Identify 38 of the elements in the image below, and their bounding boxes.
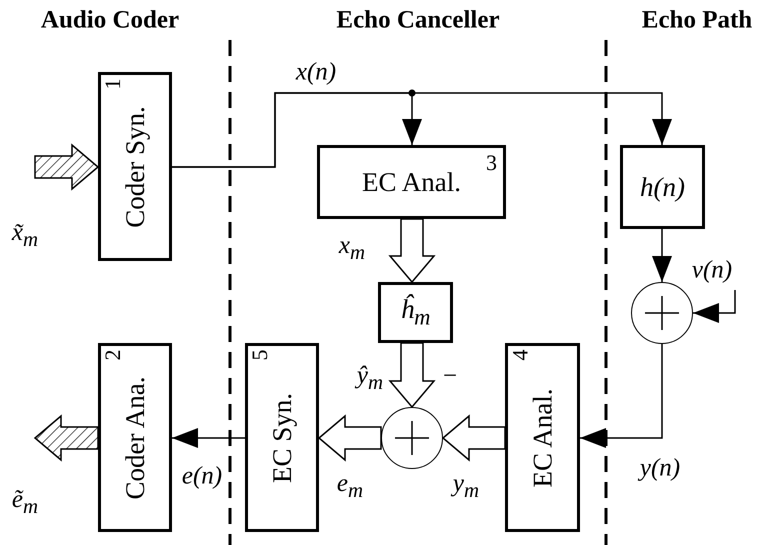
process-box xyxy=(98,343,172,532)
signal-label: x(n) xyxy=(294,60,338,84)
section-heading: Echo Path xyxy=(642,8,752,32)
box-label: h(n) xyxy=(640,174,685,200)
arrow xyxy=(172,92,672,168)
block-number: 4 xyxy=(509,349,531,360)
section-heading: Audio Coder xyxy=(40,8,180,32)
block-number: 5 xyxy=(249,349,271,360)
process-box xyxy=(620,145,705,229)
arrow xyxy=(172,428,245,448)
block-arrow xyxy=(442,414,506,462)
box-label: ĥ$_{m}$ xyxy=(400,296,430,329)
block-arrow xyxy=(388,218,436,284)
edge-label: v(n) xyxy=(690,258,734,282)
process-box xyxy=(505,343,580,532)
edge-label: e(n) xyxy=(180,464,224,488)
process-box xyxy=(317,145,506,219)
box-label: Coder Ana. xyxy=(122,376,148,499)
block-number: 2 xyxy=(102,349,124,360)
process-box xyxy=(98,72,172,261)
block-number: 1 xyxy=(102,78,124,89)
block-arrow xyxy=(34,143,100,191)
arrow xyxy=(580,344,663,448)
block-arrow xyxy=(388,342,436,408)
block-number: 3 xyxy=(486,152,497,174)
box-label: EC Syn. xyxy=(268,392,296,483)
arrow xyxy=(652,229,672,282)
block-arrow xyxy=(34,414,99,462)
edge-label: y(n) xyxy=(638,456,682,480)
section-heading: Echo Canceller xyxy=(336,8,500,32)
box-label: EC Anal. xyxy=(529,388,556,487)
arrow xyxy=(693,290,736,323)
sign-label: − xyxy=(442,364,458,388)
block-arrow xyxy=(318,414,382,462)
box-label: EC Anal. xyxy=(362,168,461,196)
box-label: Coder Syn. xyxy=(122,106,148,228)
process-box xyxy=(378,282,453,343)
process-box xyxy=(245,343,319,532)
